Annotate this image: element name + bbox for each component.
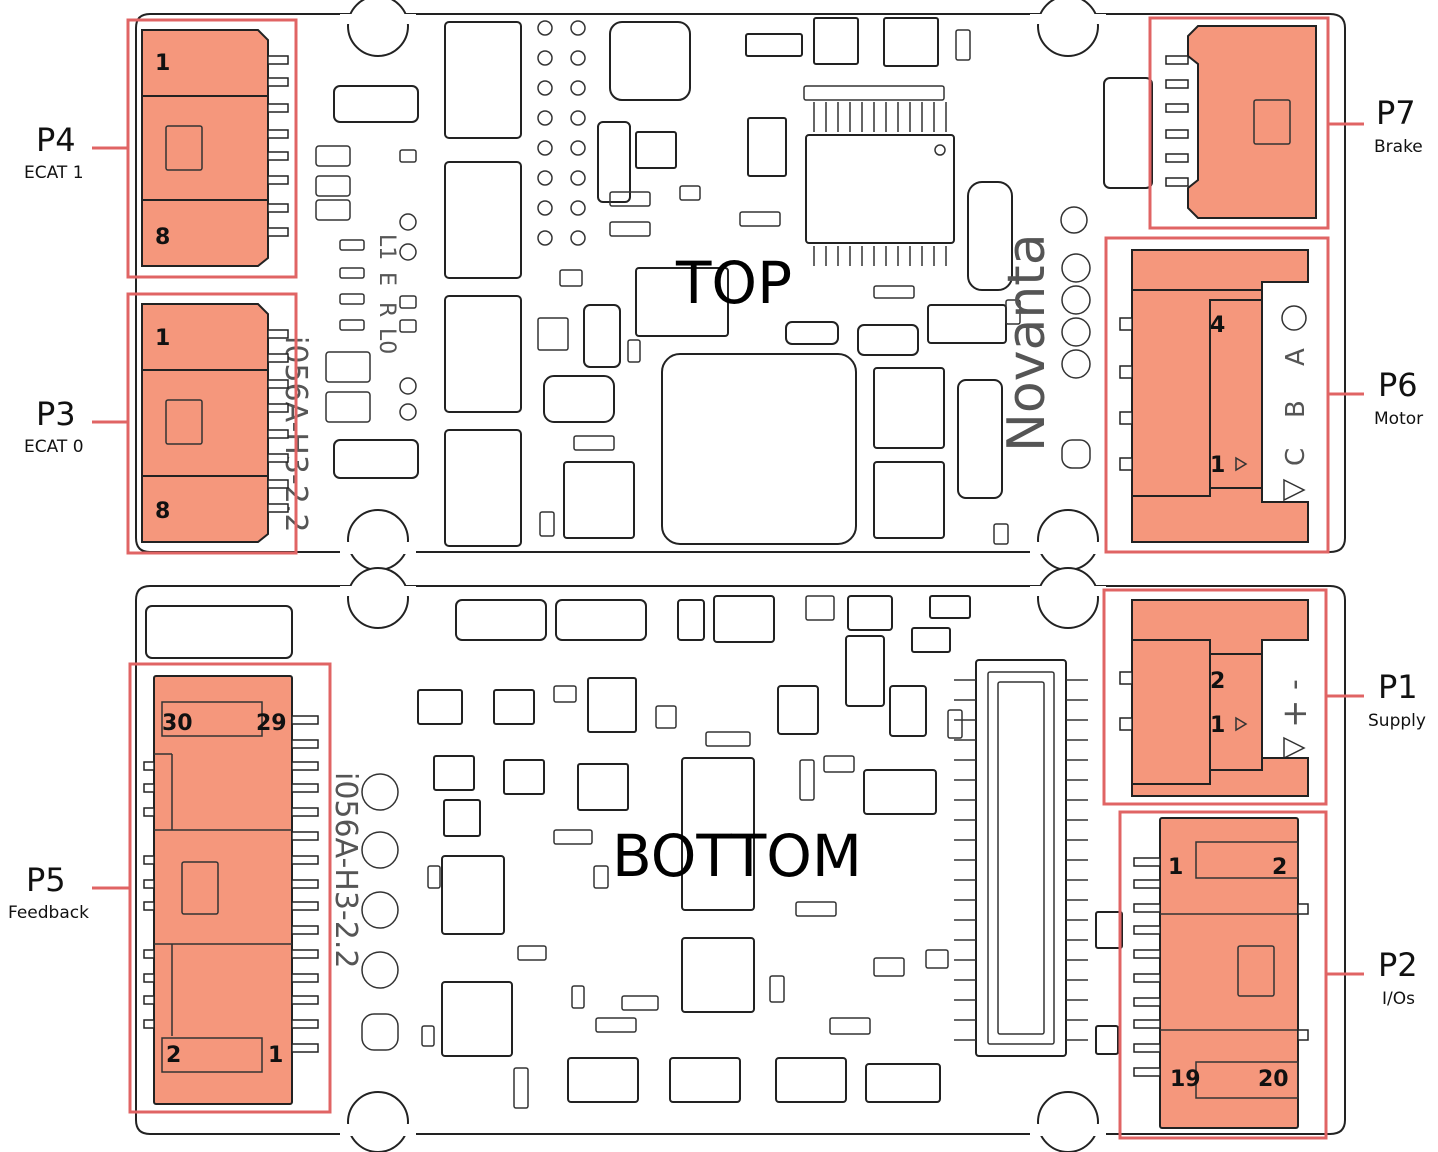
p4-subtitle: ECAT 1 bbox=[24, 163, 84, 183]
p5-subtitle: Feedback bbox=[8, 903, 89, 923]
connector-p7: P7 Brake bbox=[1148, 16, 1423, 230]
model-silkscreen-bottom: i056A-H3-2.2 bbox=[328, 772, 363, 968]
connector-p6: 4 1 P6 Motor bbox=[1104, 236, 1423, 554]
supply-plus-label: + bbox=[1275, 700, 1315, 729]
p2-pin-20-label: 20 bbox=[1258, 1067, 1289, 1092]
phase-b-label: B bbox=[1281, 400, 1311, 418]
svg-text:L0: L0 bbox=[374, 328, 399, 354]
top-view-title: TOP bbox=[675, 249, 792, 317]
connector-p2: 1 2 19 20 P2 I/Os bbox=[1118, 810, 1418, 1140]
p5-pin-2-label: 2 bbox=[166, 1043, 181, 1068]
p3-pin-1-label: 1 bbox=[155, 326, 170, 351]
connector-p4: 1 8 P4 ECAT 1 bbox=[24, 18, 298, 279]
p2-pin-2-label: 2 bbox=[1272, 855, 1287, 880]
p1-title: P1 bbox=[1378, 668, 1418, 706]
svg-text:E: E bbox=[374, 272, 399, 286]
p6-title: P6 bbox=[1378, 366, 1418, 404]
p1-pin-2-label: 2 bbox=[1210, 669, 1225, 694]
ground-symbol-icon bbox=[1281, 305, 1307, 331]
led-labels: L1 E R L0 bbox=[374, 234, 399, 354]
supply-pin1-triangle-icon bbox=[1283, 736, 1306, 760]
p2-subtitle: I/Os bbox=[1382, 989, 1415, 1009]
p6-pin-4-label: 4 bbox=[1210, 313, 1225, 338]
supply-minus-label: - bbox=[1277, 679, 1312, 690]
svg-text:R: R bbox=[374, 302, 399, 317]
p2-pin-1-label: 1 bbox=[1168, 855, 1183, 880]
p4-pin-8-label: 8 bbox=[155, 225, 170, 250]
p1-subtitle: Supply bbox=[1368, 711, 1426, 731]
p5-pin-29-label: 29 bbox=[256, 711, 287, 736]
p3-subtitle: ECAT 0 bbox=[24, 437, 84, 457]
p2-title: P2 bbox=[1378, 946, 1418, 984]
connector-p5: 30 29 2 1 P5 Feedback bbox=[8, 662, 332, 1114]
p5-pin-30-label: 30 bbox=[162, 711, 193, 736]
p3-pin-8-label: 8 bbox=[155, 499, 170, 524]
connector-p1: 2 1 P1 Supply bbox=[1102, 588, 1426, 806]
brand-silkscreen: Novanta bbox=[997, 233, 1057, 452]
phase-c-label: C bbox=[1281, 448, 1311, 466]
p5-title: P5 bbox=[26, 861, 66, 899]
phase-a-label: A bbox=[1281, 348, 1311, 366]
p6-subtitle: Motor bbox=[1374, 409, 1423, 429]
via-array bbox=[399, 20, 1088, 421]
connector-p3: 1 8 P3 ECAT 0 bbox=[24, 292, 298, 555]
p4-title: P4 bbox=[36, 121, 76, 159]
p6-pin-1-label: 1 bbox=[1210, 453, 1225, 478]
p4-pin-1-label: 1 bbox=[155, 51, 170, 76]
bottom-view-title: BOTTOM bbox=[612, 822, 862, 890]
p2-pin-19-label: 19 bbox=[1170, 1067, 1201, 1092]
bottom-board: i056A-H3-2.2 - + BOTTOM bbox=[135, 567, 1346, 1152]
svg-text:L1: L1 bbox=[374, 234, 399, 260]
p7-title: P7 bbox=[1376, 94, 1416, 132]
pin1-triangle-icon bbox=[1283, 478, 1306, 502]
p1-pin-1-label: 1 bbox=[1210, 713, 1225, 738]
p3-title: P3 bbox=[36, 395, 76, 433]
p7-subtitle: Brake bbox=[1374, 137, 1423, 157]
p5-pin-1-label: 1 bbox=[268, 1043, 283, 1068]
